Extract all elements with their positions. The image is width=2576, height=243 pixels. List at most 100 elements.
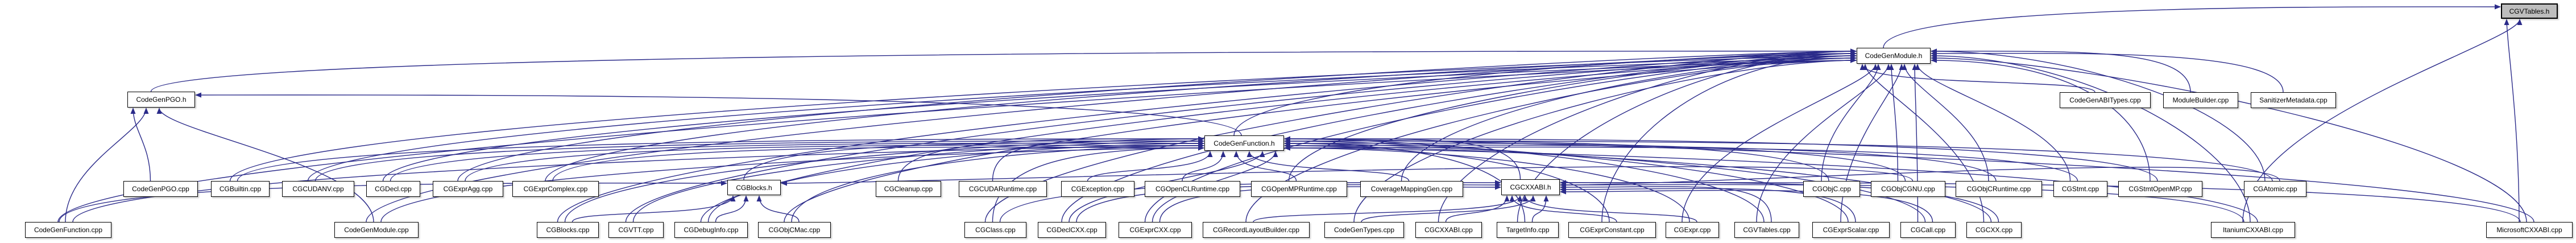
node-cgatomic-cpp[interactable]: CGAtomic.cpp	[2244, 181, 2306, 197]
edge-codegenmodule-cpp-to-codegenfunction-h	[380, 145, 1204, 223]
node-cgexprcomplex-cpp[interactable]: CGExprComplex.cpp	[512, 181, 599, 197]
edge-cgexpr-cpp-to-cgcxxabi-h	[1522, 195, 1697, 223]
node-cgexprcxx-cpp[interactable]: CGExprCXX.cpp	[1119, 222, 1192, 238]
edge-itaniumcxxabi-cpp-to-codegenmodule-h	[1931, 53, 2251, 223]
edge-itaniumcxxabi-cpp-to-codegenfunction-h	[1284, 145, 2258, 223]
node-codegenmodule-h[interactable]: CodeGenModule.h	[1857, 48, 1931, 64]
edge-codegenabitypes-cpp-to-codegenmodule-h	[1859, 64, 2095, 93]
edge-cgbuiltin-cpp-to-codegenmodule-h	[229, 53, 1857, 182]
edge-cgvtables-cpp-to-codegenmodule-h	[1756, 64, 1891, 223]
edge-cgblocks-cpp-to-cgblocks-h	[571, 195, 736, 223]
node-cgdecl-cpp[interactable]: CGDecl.cpp	[366, 181, 420, 197]
edge-cgcxxabi-cpp-to-cgcxxabi-h	[1445, 195, 1510, 223]
node-cgobjcgnu-cpp[interactable]: CGObjCGNU.cpp	[1871, 181, 1945, 197]
edge-coveragemappinggen-cpp-to-codegenmodule-h	[1401, 55, 1857, 182]
edge-cgcxx-cpp-to-codegenmodule-h	[1862, 64, 1985, 223]
node-cgobjcmac-cpp[interactable]: CGObjCMac.cpp	[758, 222, 831, 238]
node-cgexpr-cpp[interactable]: CGExpr.cpp	[1666, 222, 1719, 238]
edge-cgcxxabi-cpp-to-codegenmodule-h	[1438, 48, 1857, 223]
edge-codegenpgo-h-to-codegenmodule-h	[150, 48, 1857, 92]
node-coveragemappinggen-cpp[interactable]: CoverageMappingGen.cpp	[1360, 181, 1463, 197]
edge-codegenmodule-h-to-cgvtables-h	[1883, 4, 2501, 48]
node-cgcudanv-cpp[interactable]: CGCUDANV.cpp	[282, 181, 354, 197]
node-cgvtables-h[interactable]: CGVTables.h	[2501, 3, 2558, 19]
edge-cgexprconstant-cpp-to-codegenmodule-h	[1601, 53, 1857, 223]
edge-cgexprcomplex-cpp-to-codegenmodule-h	[545, 51, 1857, 182]
edge-sanitizermetadata-cpp-to-codegenmodule-h	[1931, 51, 2284, 93]
edge-cgvtt-cpp-to-codegenfunction-h	[632, 138, 1204, 223]
edge-cgexpragg-cpp-to-codegenmodule-h	[457, 48, 1857, 182]
node-cgexprscalar-cpp[interactable]: CGExprScalar.cpp	[1812, 222, 1890, 238]
edge-microsoftcxxabi-cpp-to-codegenmodule-h	[1931, 55, 2527, 223]
node-cgobjcruntime-cpp[interactable]: CGObjCRuntime.cpp	[1956, 181, 2042, 197]
edge-cgcudaruntime-cpp-to-codegenfunction-h	[992, 138, 1204, 182]
node-cgexception-cpp[interactable]: CGException.cpp	[1061, 181, 1134, 197]
edge-itaniumcxxabi-cpp-to-cgvtables-h	[2242, 19, 2523, 223]
node-codegenpgo-h[interactable]: CodeGenPGO.h	[127, 92, 195, 108]
edge-targetinfo-cpp-to-cgcxxabi-h	[1531, 195, 1549, 223]
edge-cgexprscalar-cpp-to-cgcxxabi-h	[1560, 187, 1856, 223]
node-cgblocks-h[interactable]: CGBlocks.h	[727, 180, 781, 195]
node-codegenpgo-cpp[interactable]: CodeGenPGO.cpp	[123, 181, 198, 197]
edge-cgatomic-cpp-to-cgcxxabi-h	[1560, 167, 2280, 188]
edge-microsoftcxxabi-cpp-to-cgvtables-h	[2504, 19, 2520, 223]
edge-modulebuilder-cpp-to-codegenmodule-h	[1931, 48, 2191, 93]
node-cgdeclcxx-cpp[interactable]: CGDeclCXX.cpp	[1038, 222, 1106, 238]
edge-cgrecordlayoutbuilder-cpp-to-cgcxxabi-h	[1253, 195, 1523, 223]
edge-cgobjcruntime-cpp-to-codegenmodule-h	[1902, 64, 1989, 182]
node-cgcxxabi-cpp[interactable]: CGCXXABI.cpp	[1415, 222, 1482, 238]
node-codegenabitypes-cpp[interactable]: CodeGenABITypes.cpp	[2060, 92, 2151, 108]
node-sanitizermetadata-cpp[interactable]: SanitizerMetadata.cpp	[2251, 92, 2336, 108]
node-cgcudaruntime-cpp[interactable]: CGCUDARuntime.cpp	[959, 181, 1047, 197]
node-cgcleanup-cpp[interactable]: CGCleanup.cpp	[876, 181, 941, 197]
edge-coveragemappinggen-cpp-to-codegenfunction-h	[1246, 151, 1410, 182]
node-cgclass-cpp[interactable]: CGClass.cpp	[964, 222, 1026, 238]
node-cgblocks-cpp[interactable]: CGBlocks.cpp	[537, 222, 599, 238]
node-targetinfo-cpp[interactable]: TargetInfo.cpp	[1497, 222, 1559, 238]
edge-cgvtables-cpp-to-codegenfunction-h	[1284, 136, 1765, 223]
node-cgstmtopenmp-cpp[interactable]: CGStmtOpenMP.cpp	[2118, 181, 2202, 197]
node-microsoftcxxabi-cpp[interactable]: MicrosoftCXXABI.cpp	[2486, 222, 2573, 238]
edge-cgobjcgnu-cpp-to-codegenmodule-h	[1888, 64, 1899, 182]
node-cgdebuginfo-cpp[interactable]: CGDebugInfo.cpp	[674, 222, 748, 238]
node-cgvtt-cpp[interactable]: CGVTT.cpp	[608, 222, 664, 238]
edge-cgcall-cpp-to-cgcxxabi-h	[1560, 189, 1933, 223]
edge-cgexpr-cpp-to-codegenfunction-h	[1284, 145, 1690, 223]
node-modulebuilder-cpp[interactable]: ModuleBuilder.cpp	[2163, 92, 2238, 108]
edge-cgatomic-cpp-to-codegenfunction-h	[1284, 138, 2273, 182]
node-codegenfunction-cpp[interactable]: CodeGenFunction.cpp	[25, 222, 111, 238]
node-cgexpragg-cpp[interactable]: CGExprAgg.cpp	[433, 181, 503, 197]
node-cgopenmpruntime-cpp[interactable]: CGOpenMPRuntime.cpp	[1251, 181, 1347, 197]
edge-cgexprscalar-cpp-to-codegenfunction-h	[1284, 138, 1849, 223]
edge-cgopenclruntime-cpp-to-codegenfunction-h	[1182, 151, 1226, 182]
node-cgcxx-cpp[interactable]: CGCXX.cpp	[1966, 222, 2022, 238]
edge-cgexprconstant-cpp-to-codegenfunction-h	[1284, 143, 1610, 223]
node-codegentypes-cpp[interactable]: CodeGenTypes.cpp	[1324, 222, 1404, 238]
node-cgexprconstant-cpp[interactable]: CGExprConstant.cpp	[1568, 222, 1656, 238]
edge-cgobjc-cpp-to-codegenmodule-h	[1821, 64, 1881, 182]
edge-cgblocks-h-to-codegenfunction-h	[743, 141, 1204, 180]
node-cgstmt-cpp[interactable]: CGStmt.cpp	[2053, 181, 2107, 197]
node-cgbuiltin-cpp[interactable]: CGBuiltin.cpp	[211, 181, 270, 197]
edge-cgobjcmac-cpp-to-codegenmodule-h	[784, 57, 1857, 223]
edge-cgdebuginfo-cpp-to-cgblocks-h	[715, 195, 749, 223]
edge-codegentypes-cpp-to-cgcxxabi-h	[1361, 195, 1536, 223]
edge-cgobjcmac-cpp-to-codegenfunction-h	[791, 143, 1204, 223]
node-cgopenclruntime-cpp[interactable]: CGOpenCLRuntime.cpp	[1145, 181, 1240, 197]
node-codegenmodule-cpp[interactable]: CodeGenModule.cpp	[334, 222, 419, 238]
edge-codegenpgo-cpp-to-codegenpgo-h	[130, 108, 151, 182]
edge-cgobjcmac-cpp-to-cgblocks-h	[756, 195, 800, 223]
node-cgrecordlayoutbuilder-cpp[interactable]: CGRecordLayoutBuilder.cpp	[1203, 222, 1310, 238]
node-cgobjc-cpp[interactable]: CGObjC.cpp	[1803, 181, 1860, 197]
node-cgcxxabi-h[interactable]: CGCXXABI.h	[1501, 179, 1560, 195]
node-cgvtables-cpp[interactable]: CGVTables.cpp	[1734, 222, 1799, 238]
edge-codegenfunction-cpp-to-codegenpgo-h	[65, 108, 149, 223]
node-cgcall-cpp[interactable]: CGCall.cpp	[1900, 222, 1956, 238]
edge-cgcall-cpp-to-codegenmodule-h	[1912, 64, 1919, 223]
edge-cgstmtopenmp-cpp-to-codegenmodule-h	[1931, 57, 2151, 182]
node-codegenfunction-h[interactable]: CodeGenFunction.h	[1204, 135, 1284, 151]
node-itaniumcxxabi-cpp[interactable]: ItaniumCXXABI.cpp	[2211, 222, 2295, 238]
edge-cgstmt-cpp-to-codegenmodule-h	[1915, 64, 2071, 182]
